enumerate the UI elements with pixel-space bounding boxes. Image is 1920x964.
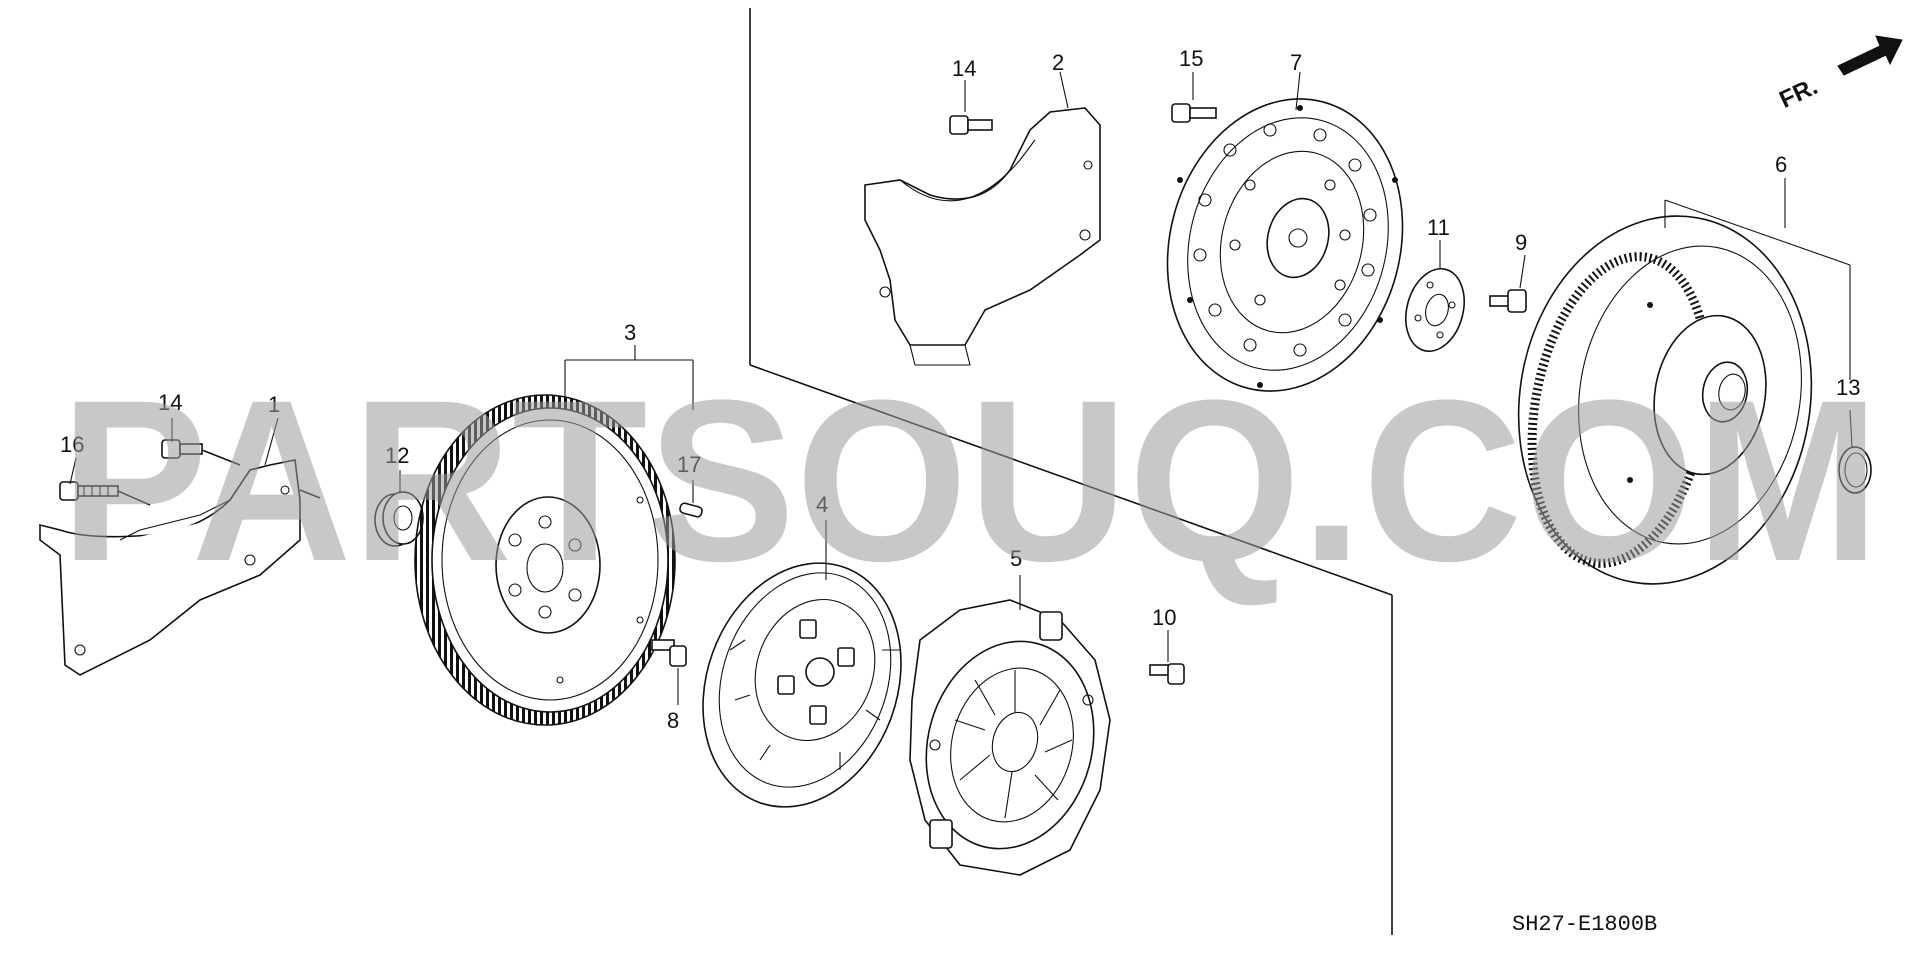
- front-label: FR.: [1775, 73, 1821, 114]
- callout-15[interactable]: 15: [1179, 46, 1203, 71]
- callout-6[interactable]: 6: [1775, 152, 1787, 177]
- part-8-bolt[interactable]: [651, 639, 687, 667]
- part-9-bolt[interactable]: [1489, 289, 1527, 313]
- front-arrow-icon: [1837, 35, 1903, 76]
- callout-17[interactable]: 17: [677, 452, 701, 477]
- part-13-o-ring[interactable]: [1838, 446, 1872, 494]
- part-17-dowel-pin[interactable]: [679, 502, 703, 518]
- part-5-pressure-plate[interactable]: [904, 599, 1117, 876]
- callout-10[interactable]: 10: [1152, 605, 1176, 630]
- part-2-cover-plate[interactable]: [864, 107, 1101, 366]
- part-16-bolt[interactable]: [59, 481, 151, 506]
- part-1-lower-cover[interactable]: [39, 459, 321, 676]
- callout-16[interactable]: 16: [60, 432, 84, 457]
- leader-lines: [69, 71, 1853, 705]
- callout-11[interactable]: 11: [1427, 215, 1450, 240]
- part-14-bolt-left[interactable]: [161, 439, 241, 466]
- watermark: PARTSOUQ.COM: [60, 352, 1880, 609]
- group-divider-lines: [749, 8, 1393, 935]
- part-11-plate[interactable]: [1397, 262, 1473, 358]
- callout-3[interactable]: 3: [624, 320, 636, 345]
- callout-7[interactable]: 7: [1290, 50, 1302, 75]
- part-7-drive-plate[interactable]: [1136, 72, 1435, 417]
- part-14-bolt-top[interactable]: [949, 115, 993, 135]
- part-3-flywheel[interactable]: [414, 394, 676, 726]
- part-6-torque-converter[interactable]: [1490, 193, 1840, 608]
- callout-2[interactable]: 2: [1052, 50, 1064, 75]
- part-10-bolt[interactable]: [1149, 663, 1185, 685]
- callout-8[interactable]: 8: [667, 708, 679, 733]
- callout-12[interactable]: 12: [385, 443, 409, 468]
- callout-13[interactable]: 13: [1836, 375, 1860, 400]
- part-4-clutch-disc[interactable]: [670, 535, 934, 835]
- callout-14-left[interactable]: 14: [158, 390, 182, 415]
- part-12-bearing[interactable]: [374, 491, 424, 547]
- callout-1[interactable]: 1: [268, 392, 280, 417]
- callout-numbers: 1 2 3 4 5 6 7 8 9 10 11 12 13 14 14 15 1…: [60, 46, 1860, 733]
- callout-5[interactable]: 5: [1010, 546, 1022, 571]
- drawing-code: SH27-E1800B: [1512, 912, 1657, 937]
- callout-9[interactable]: 9: [1515, 230, 1527, 255]
- callout-4[interactable]: 4: [816, 492, 828, 517]
- callout-14-top[interactable]: 14: [952, 56, 976, 81]
- front-direction-indicator: FR.: [1775, 35, 1903, 114]
- part-15-bolt[interactable]: [1171, 103, 1217, 123]
